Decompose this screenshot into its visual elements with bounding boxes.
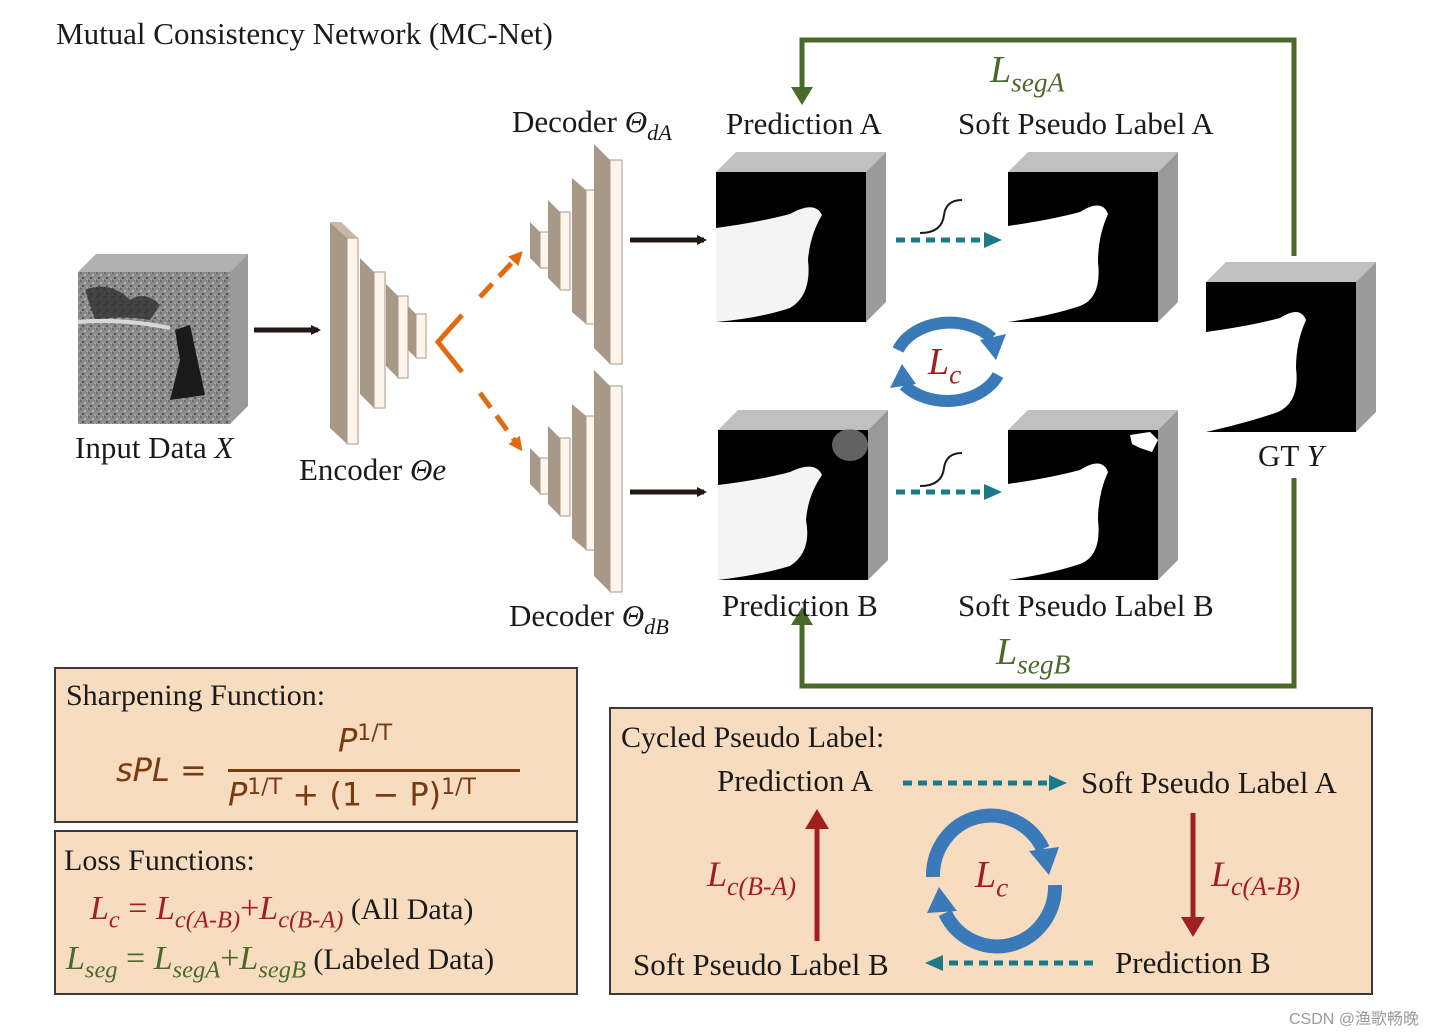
cycled-lc-ba: Lc(B-A) bbox=[707, 854, 797, 902]
decoder-a-block bbox=[530, 144, 623, 365]
spl-numerator: P1/T bbox=[338, 721, 393, 760]
soft-pseudo-label-b-cube bbox=[1008, 410, 1178, 580]
soft-pseudo-label-a-label: Soft Pseudo Label A bbox=[958, 106, 1214, 141]
prediction-a-cube bbox=[716, 152, 886, 322]
input-data-label: Input Data X bbox=[75, 430, 234, 465]
lseg-equation: Lseg = LsegA+LsegB (Labeled Data) bbox=[66, 940, 495, 984]
encoder-split-connector bbox=[434, 313, 464, 374]
sigmoid-icon-a bbox=[919, 199, 963, 234]
spl-denominator: P1/T + (1 − P)1/T bbox=[228, 775, 476, 814]
cycled-heading: Cycled Pseudo Label: bbox=[621, 721, 885, 754]
input-data-cube bbox=[77, 254, 248, 424]
decoder-b-block bbox=[530, 370, 623, 593]
sharpening-heading: Sharpening Function: bbox=[66, 679, 326, 712]
cycle-icon bbox=[890, 316, 1006, 407]
decoder-b-label: Decoder ΘdB bbox=[509, 598, 669, 639]
cycled-lc-center: Lc bbox=[975, 854, 1009, 903]
lc-equation: Lc = Lc(A-B)+Lc(B-A) (All Data) bbox=[90, 890, 474, 934]
cycled-cycle-icon bbox=[925, 808, 1063, 954]
arrow-to-decoder-b bbox=[477, 391, 523, 452]
cycled-diagram bbox=[805, 775, 1205, 971]
cycled-pred-a: Prediction A bbox=[717, 763, 873, 798]
prediction-b-cube bbox=[718, 410, 888, 580]
lsegb-label: LsegB bbox=[996, 631, 1071, 680]
lsega-arrow bbox=[791, 37, 1297, 256]
prediction-b-label: Prediction B bbox=[722, 588, 878, 623]
cycled-pseudo-label-box: Cycled Pseudo Label: Prediction A Soft P… bbox=[609, 707, 1373, 995]
encoder-block bbox=[330, 222, 427, 445]
spl-lhs: sPL = bbox=[116, 751, 207, 789]
cycled-spl-b: Soft Pseudo Label B bbox=[633, 947, 889, 982]
cycled-lc-ab: Lc(A-B) bbox=[1211, 854, 1301, 902]
lsegb-arrow bbox=[791, 478, 1297, 689]
gt-label: GT Y bbox=[1258, 438, 1324, 473]
spl-fraction-bar bbox=[228, 769, 520, 772]
watermark: CSDN @渔歌畅晚 bbox=[1288, 1011, 1419, 1028]
cycled-spl-a: Soft Pseudo Label A bbox=[1081, 765, 1337, 800]
gt-cube bbox=[1206, 262, 1376, 432]
loss-heading: Loss Functions: bbox=[64, 844, 255, 877]
cycled-pred-b: Prediction B bbox=[1115, 945, 1271, 980]
soft-pseudo-label-b-label: Soft Pseudo Label B bbox=[958, 588, 1214, 623]
decoder-a-label: Decoder ΘdA bbox=[512, 104, 672, 145]
encoder-label: Encoder Θe bbox=[299, 452, 447, 487]
lsega-label: LsegA bbox=[990, 49, 1065, 98]
sigmoid-icon-b bbox=[919, 452, 963, 487]
sharpening-function-box: Sharpening Function: sPL = P1/T P1/T + (… bbox=[54, 667, 578, 823]
soft-pseudo-label-a-cube bbox=[1008, 152, 1178, 322]
lc-cycle-label: Lc bbox=[928, 341, 962, 390]
figure-title: Mutual Consistency Network (MC-Net) bbox=[56, 16, 553, 51]
loss-functions-box: Loss Functions: Lc = Lc(A-B)+Lc(B-A) (Al… bbox=[54, 830, 578, 995]
arrow-to-decoder-a bbox=[478, 251, 523, 299]
prediction-a-label: Prediction A bbox=[726, 106, 882, 141]
